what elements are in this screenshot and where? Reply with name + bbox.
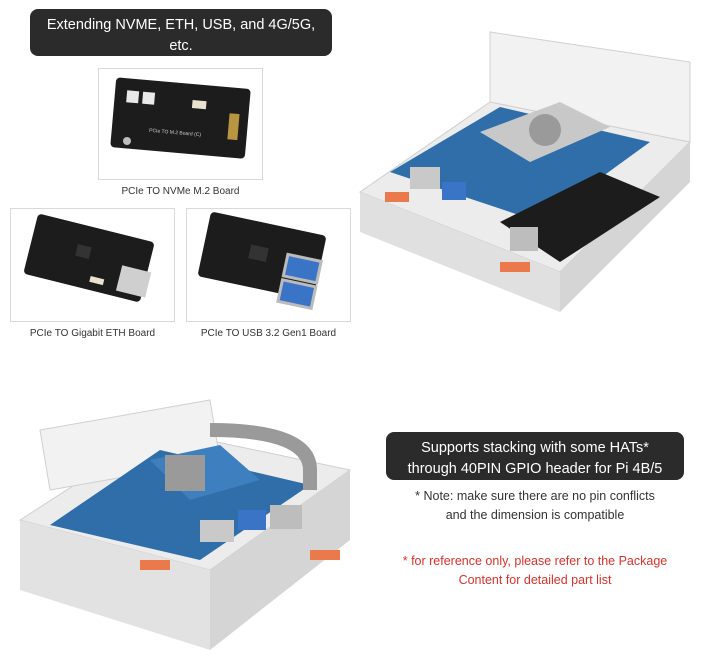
eth-board-card [10, 208, 175, 322]
eth-board-image [24, 214, 154, 302]
usb-board-image [198, 212, 326, 311]
note-line2: and the dimension is compatible [445, 508, 625, 522]
top-banner-line1: Extending NVME, ETH, USB, and 4G/5G, etc… [46, 17, 316, 54]
nvme-board-card: PCIe TO M.2 Board (C) [98, 68, 263, 180]
nvme-board-image [110, 77, 251, 159]
pi-hat-stack-image [18, 399, 352, 650]
eth-board-caption: PCIe TO Gigabit ETH Board [29, 328, 156, 339]
top-banner: Extending NVME, ETH, USB, and 4G/5G, etc… [30, 9, 332, 75]
compatibility-note: * Note: make sure there are no pin confl… [380, 487, 690, 525]
stacking-banner-line2: through 40PIN GPIO header for Pi 4B/5 [407, 461, 663, 477]
usb-board-card [186, 208, 351, 322]
reference-line2: Content for detailed part list [458, 573, 612, 587]
nvme-board-caption: PCIe TO NVMe M.2 Board [121, 186, 240, 197]
reference-disclaimer: * for reference only, please refer to th… [380, 552, 690, 590]
note-line1: * Note: make sure there are no pin confl… [415, 489, 655, 503]
pi5-case-assembly-image [358, 31, 692, 312]
reference-line1: * for reference only, please refer to th… [402, 554, 668, 568]
stacking-banner: Supports stacking with some HATs* throug… [386, 432, 684, 480]
stacking-banner-line1: Supports stacking with some HATs* [421, 440, 649, 456]
usb-board-caption: PCIe TO USB 3.2 Gen1 Board [200, 328, 337, 339]
